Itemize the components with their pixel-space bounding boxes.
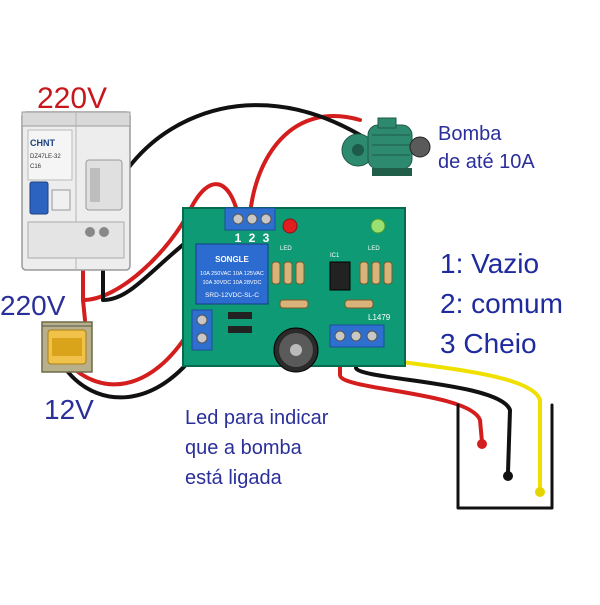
- legend-item-1: 1: Vazio: [440, 248, 540, 279]
- wire-black-pump-return: [101, 103, 362, 224]
- breaker-model: DZ47LE-32: [30, 154, 61, 160]
- relay-model: SRD-12VDC-SL-C: [205, 292, 259, 299]
- tank-outline: [456, 403, 554, 510]
- sensor-tip-black: [503, 471, 513, 481]
- wire-red-pump-feed: [248, 114, 362, 217]
- terminal-number-1: 1: [235, 231, 242, 245]
- pump-label-line1: Bomba: [438, 123, 502, 145]
- controller-board: 1 2 3 SONGLE 10A 250VAC 10A 125VAC 10A 3…: [182, 207, 406, 373]
- chip-mark: IC1: [330, 253, 340, 259]
- wire-red-sensor: [338, 341, 484, 444]
- terminal-number-3: 3: [263, 231, 270, 245]
- transformer-output-label: 12V: [44, 394, 94, 425]
- transformer-input-label: 220V: [0, 290, 66, 321]
- legend-item-3: 3 Cheio: [440, 328, 537, 359]
- led-green: [370, 218, 386, 234]
- wire-black-sensor: [354, 341, 512, 474]
- pump-label-line2: de até 10A: [438, 151, 535, 173]
- circuit-breaker: CHNT DZ47LE-32 C16: [21, 111, 131, 271]
- breaker-rating: C16: [30, 164, 42, 170]
- relay-text-1: 10A 250VAC 10A 125VAC: [200, 271, 264, 277]
- board-model: L1479: [368, 313, 391, 322]
- relay-brand: SONGLE: [215, 255, 249, 264]
- sensor-tip-yellow: [535, 487, 545, 497]
- wire-black-breaker: [101, 223, 197, 302]
- led-red: [282, 218, 298, 234]
- breaker-voltage-label: 220V: [37, 82, 108, 115]
- breaker-brand: CHNT: [30, 138, 55, 148]
- led-mark-green: LED: [368, 246, 380, 252]
- sensor-tip-red: [477, 439, 487, 449]
- led-mark-red: LED: [280, 246, 292, 252]
- water-pump: [341, 117, 431, 176]
- led-label-line3: está ligada: [185, 467, 282, 489]
- led-label-line2: que a bomba: [185, 437, 302, 459]
- transformer: [41, 321, 93, 373]
- led-label-line1: Led para indicar: [185, 407, 329, 429]
- terminal-number-2: 2: [249, 231, 256, 245]
- legend-item-2: 2: comum: [440, 288, 563, 319]
- relay-text-2: 10A 30VDC 10A 28VDC: [202, 280, 261, 286]
- resistors: [271, 261, 393, 309]
